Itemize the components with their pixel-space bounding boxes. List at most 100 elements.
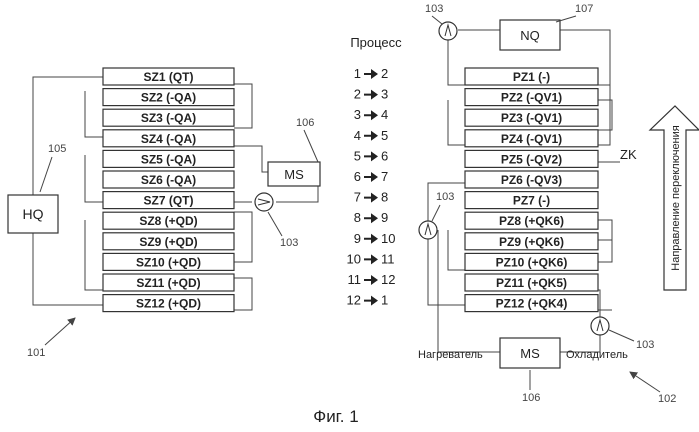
left-group-ref: 101 <box>27 347 45 359</box>
process-arrow-icon <box>364 254 378 264</box>
pz-label-5: PZ5 (-QV2) <box>501 152 562 166</box>
sz-label-1: SZ1 (QT) <box>144 70 194 84</box>
heater-label: Нагреватель <box>418 349 483 361</box>
process-step-from-9: 9 <box>354 231 361 246</box>
process-step-from-1: 1 <box>354 66 361 81</box>
mid-left-bracket <box>448 230 465 270</box>
pz-label-8: PZ8 (+QK6) <box>499 214 564 228</box>
nq-right <box>560 30 610 145</box>
pz-label-11: PZ11 (+QK5) <box>496 276 567 290</box>
pz-label-9: PZ9 (+QK6) <box>499 235 564 249</box>
sz-label-12: SZ12 (+QD) <box>136 297 201 311</box>
process-step-from-3: 3 <box>354 107 361 122</box>
ms-label-left: MS <box>284 167 304 182</box>
process-arrow-icon <box>364 69 378 79</box>
pump-ref-leader-mid <box>432 205 440 221</box>
right-bracket-2 <box>234 146 268 172</box>
sz-label-8: SZ8 (+QD) <box>139 214 197 228</box>
ms-ref-left: 106 <box>296 117 314 129</box>
sz-label-7: SZ7 (QT) <box>144 194 194 208</box>
process-step-from-12: 12 <box>347 293 361 308</box>
pump-ref-top: 103 <box>425 3 443 15</box>
figure-caption: Фиг. 1 <box>313 407 358 426</box>
pz-label-7: PZ7 (-) <box>513 194 550 208</box>
process-step-from-6: 6 <box>354 169 361 184</box>
process-step-to-6: 7 <box>381 169 388 184</box>
sz-label-3: SZ3 (-QA) <box>141 111 196 125</box>
pump-icon-left <box>255 193 273 211</box>
process-step-from-8: 8 <box>354 210 361 225</box>
nq-ref-leader <box>556 16 576 22</box>
hq-ref-leader <box>40 157 52 192</box>
right-bracket-4 <box>234 278 252 310</box>
left-bracket-3 <box>85 220 103 290</box>
sz-label-6: SZ6 (-QA) <box>141 173 196 187</box>
process-step-to-11: 12 <box>381 272 395 287</box>
mid-left-down <box>428 239 465 305</box>
process-step-to-12: 1 <box>381 293 388 308</box>
process-arrow-icon <box>364 275 378 285</box>
nq-ref: 107 <box>575 3 593 15</box>
process-step-from-10: 10 <box>347 251 361 266</box>
ms-ref-leader <box>304 130 318 162</box>
pump-ref-leader-top <box>432 16 442 24</box>
process-step-from-5: 5 <box>354 148 361 163</box>
process-arrow-icon <box>364 296 378 306</box>
process-step-to-1: 2 <box>381 66 388 81</box>
process-arrow-icon <box>364 234 378 244</box>
process-arrow-icon <box>364 151 378 161</box>
left-group-ref-leader <box>45 318 75 345</box>
process-arrow-icon <box>364 213 378 223</box>
process-step-from-11: 11 <box>348 272 362 287</box>
process-title: Процесс <box>350 35 402 50</box>
process-arrow-icon <box>364 172 378 182</box>
pz-label-2: PZ2 (-QV1) <box>501 91 562 105</box>
process-step-to-2: 3 <box>381 87 388 102</box>
process-step-to-7: 8 <box>381 190 388 205</box>
top-left-bracket <box>448 100 465 145</box>
process-arrow-icon <box>364 110 378 120</box>
process-step-from-7: 7 <box>354 190 361 205</box>
right-group-ref-leader <box>630 372 660 392</box>
sz-label-2: SZ2 (-QA) <box>141 91 196 105</box>
right-bracket-3 <box>234 212 252 262</box>
hq-label: HQ <box>23 206 44 222</box>
right-group-ref: 102 <box>658 393 676 405</box>
process-step-to-5: 6 <box>381 148 388 163</box>
ms-ref-right: 106 <box>522 392 540 404</box>
pz-label-10: PZ10 (+QK6) <box>496 255 568 269</box>
switch-direction-label: Направление переключения <box>670 125 682 271</box>
pz-label-1: PZ1 (-) <box>513 70 550 84</box>
left-group: SZ1 (QT) SZ2 (-QA) SZ3 (-QA) SZ4 (-QA) SZ5 (… <box>8 68 320 359</box>
pz-label-3: PZ3 (-QV1) <box>501 111 562 125</box>
process-column: Процесс 122334455667788991010111112121 <box>347 35 403 308</box>
right-lower-bracket <box>598 220 612 262</box>
sz-label-5: SZ5 (-QA) <box>141 152 196 166</box>
pump-ref-mid: 103 <box>436 191 454 203</box>
hq-return-line <box>33 232 103 305</box>
process-step-from-2: 2 <box>354 87 361 102</box>
process-step-to-8: 9 <box>381 210 388 225</box>
pump-ref-leader-left <box>268 212 282 236</box>
hq-loop-line <box>33 77 103 195</box>
zk-label: ZK <box>620 147 637 162</box>
ms-to-pump <box>276 185 318 202</box>
left-bracket-1 <box>85 91 103 137</box>
right-group: PZ1 (-)PZ2 (-QV1)PZ3 (-QV1)PZ4 (-QV1)PZ5… <box>418 3 699 405</box>
pump-ref-left: 103 <box>280 237 298 249</box>
pump-ref-bottom: 103 <box>636 339 654 351</box>
sz-label-4: SZ4 (-QA) <box>141 132 196 146</box>
ms-label-right: MS <box>520 346 540 361</box>
sz-label-10: SZ10 (+QD) <box>136 255 201 269</box>
process-step-from-4: 4 <box>354 128 361 143</box>
pz-label-12: PZ12 (+QK4) <box>496 297 568 311</box>
process-arrow-icon <box>364 193 378 203</box>
sz-label-11: SZ11 (+QD) <box>136 276 200 290</box>
cooler-label: Охладитель <box>566 349 628 361</box>
nq-label: NQ <box>520 28 540 43</box>
process-step-to-4: 5 <box>381 128 388 143</box>
top-loop <box>448 40 465 85</box>
process-step-to-9: 10 <box>381 231 395 246</box>
right-bracket-1 <box>234 84 252 128</box>
